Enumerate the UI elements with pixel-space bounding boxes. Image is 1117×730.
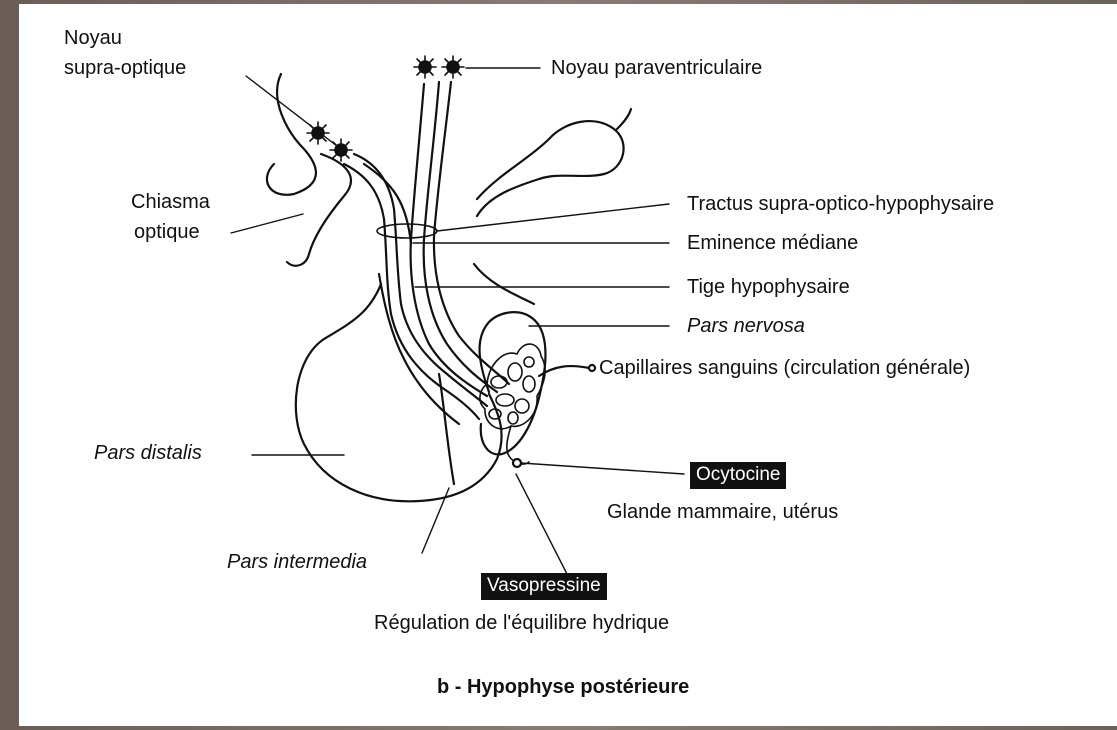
label-ocytocine: Ocytocine [690,462,786,489]
paraventricular-neuron-1 [414,56,436,78]
label-noyau-paraventriculaire: Noyau paraventriculaire [551,56,762,80]
stalk-outer-right [474,264,534,304]
label-tige-hypophysaire: Tige hypophysaire [687,275,850,299]
axon-3 [434,82,509,384]
ocytocine-release-point [513,459,521,467]
label-pars-distalis: Pars distalis [94,441,202,465]
label-pars-nervosa: Pars nervosa [687,314,805,338]
eminence-mediane-ellipse [377,224,437,238]
capillary-vessel-end [589,365,595,371]
capillary-vessel-out [539,366,589,376]
label-regulation-equilibre-hydrique: Régulation de l'équilibre hydrique [374,611,669,635]
label-glande-mammaire-uterus: Glande mammaire, utérus [607,500,838,524]
paraventricular-neuron-2 [442,56,464,78]
mammillary-tail [617,109,631,129]
label-eminence-mediane: Eminence médiane [687,231,858,255]
leader-tractus [437,204,669,231]
label-chiasma-optique-line1: Chiasma [131,190,210,214]
leader-chiasma-optique [231,214,303,233]
figure-caption: b - Hypophyse postérieure [437,675,689,699]
label-vasopressine: Vasopressine [481,573,607,600]
stalk-outer-left [379,274,459,424]
label-tractus-supra-optico-hypophysaire: Tractus supra-optico-hypophysaire [687,192,994,216]
figure-panel: Noyau supra-optique Noyau paraventricula… [19,4,1117,726]
leader-pars-intermedia [422,488,449,553]
label-noyau-supra-optique-line2: supra-optique [64,56,186,80]
neuron-cells [307,56,464,161]
label-noyau-supra-optique-line1: Noyau [64,26,122,50]
label-capillaires-sanguins: Capillaires sanguins (circulation généra… [599,356,970,380]
leader-vasopressine [516,474,567,574]
chiasma-optique-shape [287,154,351,266]
axon-5 [344,164,479,419]
ventricle-floor [364,164,411,244]
label-pars-intermedia: Pars intermedia [227,550,367,574]
hypothalamus-outline-left [267,74,316,195]
capillary-plexus [480,344,545,464]
label-chiasma-optique-line2: optique [134,220,200,244]
leader-ocytocine [521,463,684,474]
mammillary-loop [477,121,624,216]
